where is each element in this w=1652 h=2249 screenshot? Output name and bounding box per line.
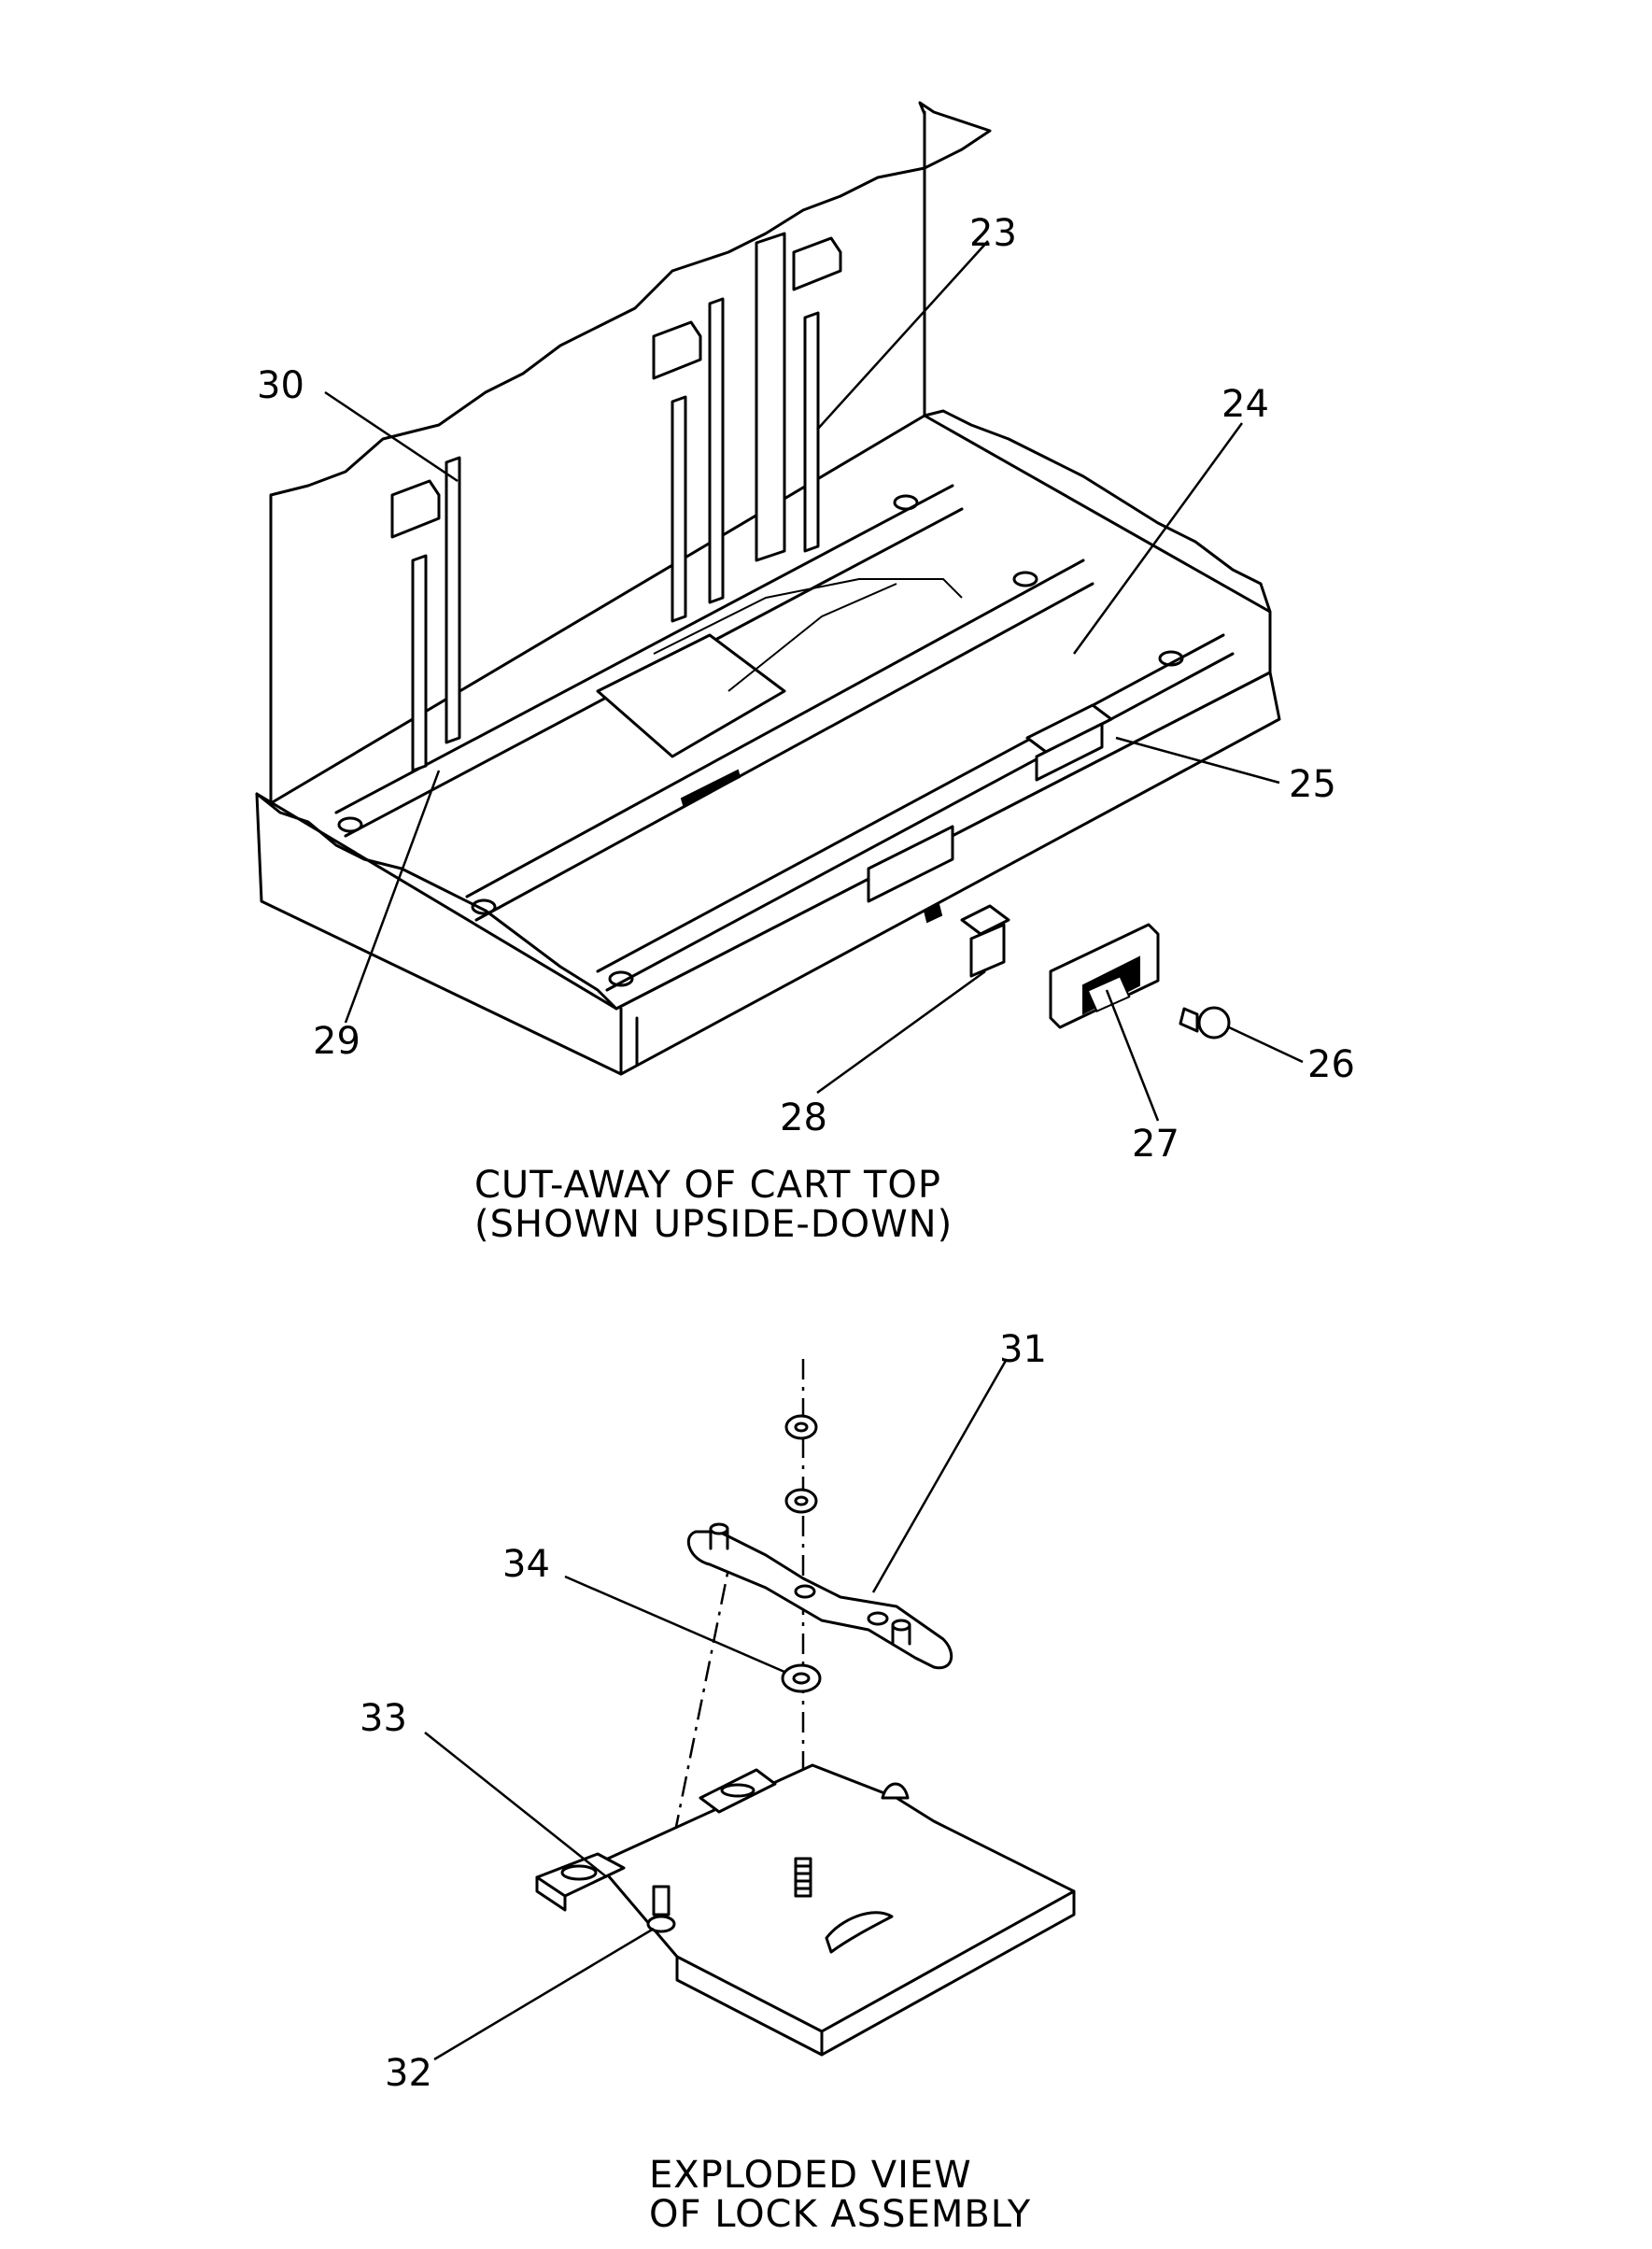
callout-27: 27 bbox=[1132, 1123, 1179, 1166]
callout-34: 34 bbox=[502, 1543, 550, 1586]
top-view-caption: CUT-AWAY OF CART TOP (SHOWN UPSIDE-DOWN) bbox=[474, 1166, 953, 1244]
center-lock-plate bbox=[596, 633, 786, 758]
handle-27 bbox=[1049, 923, 1160, 1029]
callout-33: 33 bbox=[360, 1697, 407, 1740]
nut-top bbox=[784, 1414, 818, 1440]
callout-30: 30 bbox=[257, 364, 304, 407]
top-view-caption-line2: (SHOWN UPSIDE-DOWN) bbox=[474, 1203, 953, 1246]
callout-31: 31 bbox=[999, 1328, 1047, 1371]
lock-assembly bbox=[424, 1358, 1076, 2061]
callout-28: 28 bbox=[780, 1096, 827, 1139]
pin-32 bbox=[646, 1885, 676, 1933]
lock-base-plate bbox=[596, 1763, 1076, 2057]
callout-24: 24 bbox=[1221, 383, 1269, 426]
bottom-view-caption-line1: EXPLODED VIEW bbox=[649, 2154, 972, 2197]
screw-26 bbox=[1179, 1006, 1231, 1040]
washer bbox=[784, 1488, 818, 1514]
lever-plate-31 bbox=[686, 1530, 953, 1670]
cart-top-assembly bbox=[255, 101, 1304, 1122]
callout-23: 23 bbox=[969, 212, 1017, 255]
bottom-view-caption: EXPLODED VIEW OF LOCK ASSEMBLY bbox=[649, 2156, 1031, 2234]
nut-34 bbox=[781, 1663, 822, 1693]
callout-25: 25 bbox=[1289, 763, 1336, 806]
upright-rails bbox=[411, 232, 820, 772]
callout-26: 26 bbox=[1307, 1043, 1355, 1086]
top-view-caption-line1: CUT-AWAY OF CART TOP bbox=[474, 1164, 942, 1207]
mounting-holes bbox=[337, 494, 1184, 987]
callout-32: 32 bbox=[385, 2052, 432, 2095]
bottom-view-caption-line2: OF LOCK ASSEMBLY bbox=[649, 2193, 1032, 2236]
callout-29: 29 bbox=[313, 1020, 360, 1063]
